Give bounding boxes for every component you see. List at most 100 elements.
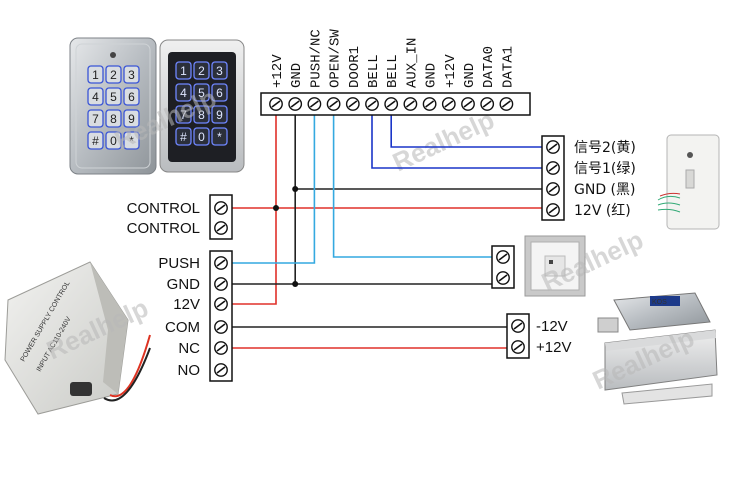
keypad-key-label: #: [180, 130, 187, 144]
psu-terminal-label: CONTROL: [127, 200, 200, 217]
controller-terminal-screw: [345, 97, 360, 111]
keypad-key: [193, 61, 210, 80]
keypad-key-label: 9: [216, 108, 223, 122]
psu-terminal-labels: CONTROL CONTROL PUSH GND 12V COM NC NO: [127, 200, 201, 379]
doorbell-terminal-label: 信号2(黄): [574, 139, 636, 156]
controller-terminal-label: AUX_IN: [404, 38, 420, 88]
controller-terminal-label: +12V: [443, 54, 459, 88]
magnetic-lock-device: [604, 329, 718, 405]
keypad-key-label: 1: [92, 68, 99, 82]
keypad-key-label: 4: [92, 90, 99, 104]
psu-terminal-screw: [214, 297, 228, 311]
controller-terminal-label: GND: [424, 63, 440, 88]
psu-terminal-screw: [214, 341, 228, 355]
keypad-key-label: 8: [110, 112, 117, 126]
keypad-key-label: #: [92, 134, 99, 148]
controller-terminal-label: DATA0: [481, 46, 497, 88]
lock-brand-label: KOS: [652, 299, 667, 306]
controller-terminal-screw: [307, 97, 322, 111]
keypad-key: [211, 61, 228, 80]
keypad-key-label: *: [129, 134, 134, 148]
keypad-key: [105, 131, 122, 150]
wire-push: [221, 104, 316, 264]
keypad-key: [123, 131, 140, 150]
junction-gnd-top: [292, 186, 299, 192]
keypad-key: [123, 109, 140, 128]
wire-open-sw: [332, 104, 497, 258]
keypad-key: [87, 65, 104, 84]
controller-terminal-screw: [288, 97, 303, 111]
lock-terminal-label: -12V: [536, 318, 568, 335]
controller-terminal-screw: [269, 97, 283, 111]
controller-terminal-label: GND: [289, 63, 305, 88]
keypad-key-label: 0: [198, 130, 205, 144]
keypad-key: [105, 87, 122, 106]
psu-terminal-label: NC: [178, 340, 200, 357]
keypad-key: [175, 83, 192, 102]
keypad-key-label: 0: [110, 134, 117, 148]
terminal-screws: [214, 97, 560, 377]
keypad-key: [87, 131, 104, 150]
keypad-key-label: 2: [110, 68, 117, 82]
keypad-key: [175, 105, 192, 124]
controller-terminal-label: BELL: [385, 54, 401, 88]
doorbell-terminal-label: 信号1(绿): [574, 161, 636, 177]
keypad-key: [123, 87, 140, 106]
keypad-key-label: 7: [92, 112, 99, 126]
psu-terminal-screw: [214, 320, 228, 334]
psu-terminal-label: NO: [178, 362, 201, 379]
keypad-key: [193, 83, 210, 102]
bolt-lock-device: KOS: [597, 292, 711, 333]
controller-terminal-label: +12V: [270, 54, 286, 88]
keypad-key-label: 3: [216, 64, 223, 78]
junction-12v: [273, 205, 279, 211]
psu-terminal-label: PUSH: [158, 255, 200, 272]
psu-terminal-label: 12V: [173, 296, 200, 313]
controller-terminal-screw: [461, 97, 475, 111]
controller-terminal-screw: [499, 97, 514, 111]
doorbell-terminal-label: GND (黑): [574, 182, 635, 198]
doorbell-terminal-block: [541, 135, 565, 221]
psu-terminal-label: GND: [167, 276, 201, 293]
controller-terminal-screw: [441, 97, 456, 111]
psu-terminal-screw: [214, 256, 228, 270]
keypad-key: [105, 109, 122, 128]
wire-bell-2: [390, 104, 547, 148]
psu-terminal-label: COM: [165, 319, 200, 336]
psu-terminal-screw: [214, 277, 228, 291]
controller-terminal-screw: [326, 97, 341, 111]
controller-terminal-screw: [480, 97, 495, 111]
keypad-key: [87, 87, 104, 106]
lock-terminal-labels: -12V +12V: [536, 318, 571, 356]
keypad-key: [175, 61, 192, 80]
wire-12v-to-psu: [221, 208, 277, 305]
keypad-key: [87, 109, 104, 128]
keypad-key-label: 3: [128, 68, 135, 82]
exit-button-terminal-screw: [496, 250, 510, 264]
psu-terminal-screw: [214, 363, 228, 377]
keypad-key-label: 5: [198, 86, 205, 100]
keypad-key-label: 9: [128, 112, 135, 126]
lock-terminal-label: +12V: [536, 339, 571, 356]
keypad-key-label: 5: [110, 90, 117, 104]
controller-terminal-screw: [403, 97, 418, 111]
controller-terminal-label: OPEN/SW: [328, 29, 344, 88]
keypad-key: [193, 127, 210, 146]
lock-terminal-screw: [511, 340, 525, 354]
controller-terminal-label: GND: [462, 63, 478, 88]
keypad-key: [211, 83, 228, 102]
psu-terminal-label: CONTROL: [127, 220, 200, 237]
controller-terminal-screw: [422, 97, 437, 111]
lock-terminal-screw: [511, 319, 525, 333]
controller-terminal-label: DOOR1: [347, 46, 363, 88]
controller-terminal-screw: [365, 97, 379, 111]
junction-gnd-bottom: [292, 281, 299, 287]
controller-terminal-label: PUSH/NC: [308, 29, 324, 88]
keypad-key: [193, 105, 210, 124]
wires-group: [221, 104, 547, 349]
controller-terminal-screw: [384, 97, 399, 111]
doorbell-terminal-screw: [546, 161, 560, 175]
keypad-key: [175, 127, 192, 146]
